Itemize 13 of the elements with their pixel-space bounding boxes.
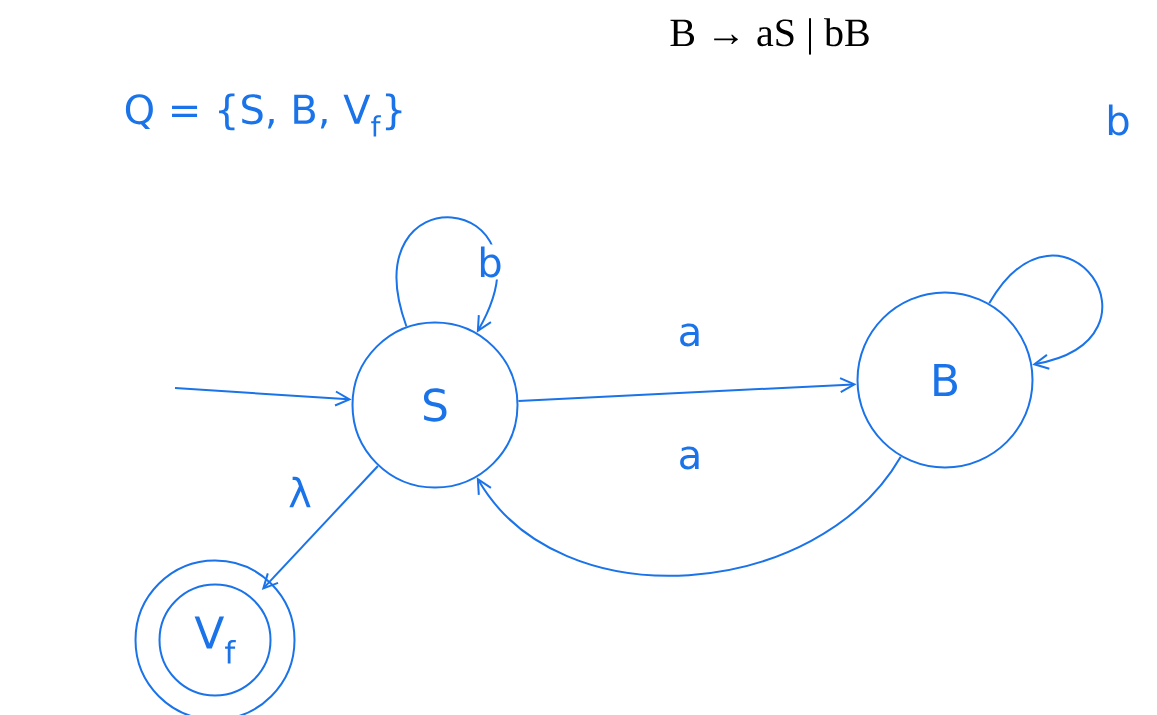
arrow [476, 455, 902, 577]
edge-label: b [475, 244, 505, 280]
label-text: B → aS | bB [670, 18, 869, 55]
arrow [517, 377, 857, 402]
arrow [174, 387, 352, 407]
edge-label: λ [286, 474, 314, 510]
edge-label: b [1103, 102, 1133, 138]
arrow [396, 216, 499, 333]
arrow [988, 254, 1104, 370]
edge-label: a [675, 321, 705, 349]
arrow [261, 464, 379, 590]
edge-label: a [675, 444, 705, 472]
set-text: Q = {S, B, V$_{f}$} [125, 93, 402, 137]
